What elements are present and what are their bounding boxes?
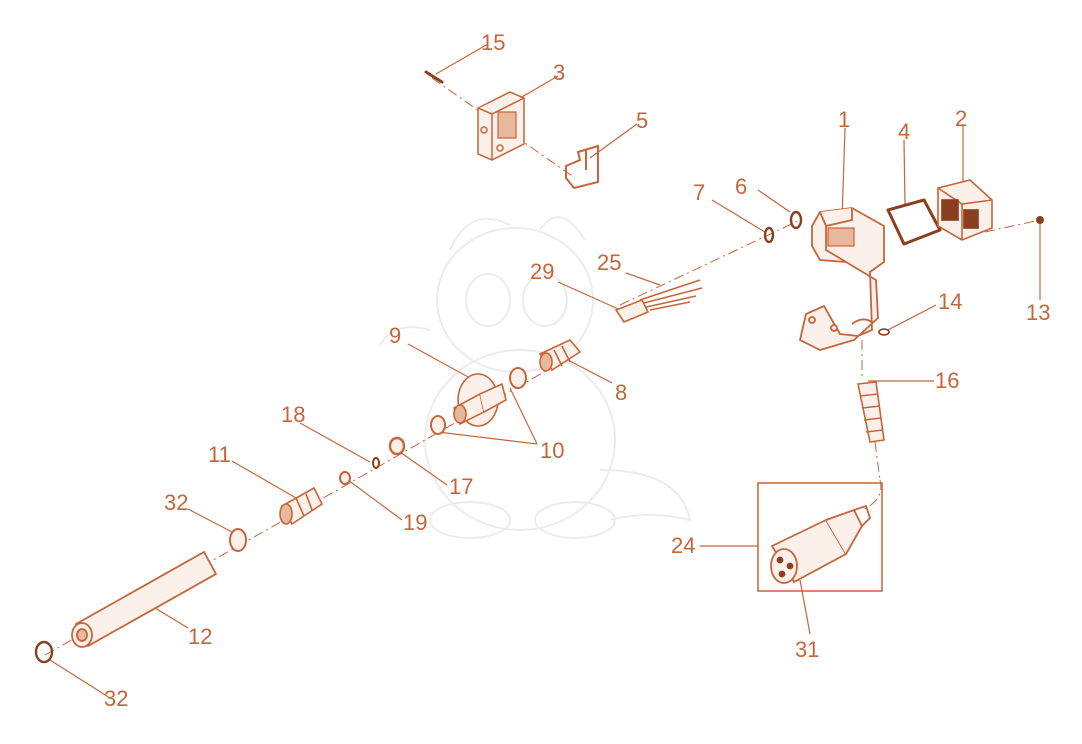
callout-2: 2	[955, 106, 968, 131]
part-9-flange-tube	[453, 373, 507, 427]
part-5-spring-clip	[565, 144, 599, 190]
callout-17: 17	[449, 474, 474, 499]
part-17-nut	[388, 436, 406, 456]
callout-24: 24	[671, 533, 696, 558]
callout-10: 10	[540, 438, 565, 463]
part-25-wire-bundle	[639, 279, 703, 311]
part-2-switch	[937, 179, 993, 241]
part-6-ring	[789, 210, 803, 230]
part-24-frame	[757, 482, 883, 592]
callout-15: 15	[481, 30, 506, 55]
callout-14: 14	[938, 289, 963, 314]
part-4-gasket	[886, 198, 942, 246]
callout-4: 4	[898, 119, 911, 144]
part-8-strain-relief	[538, 339, 582, 372]
callout-5: 5	[636, 108, 649, 133]
callout-32-lower: 32	[104, 686, 129, 711]
callout-6: 6	[735, 174, 748, 199]
callout-32-upper: 32	[164, 490, 189, 515]
part-1-handle-housing	[798, 207, 885, 351]
part-12-tube	[71, 550, 218, 648]
part-18-ring	[372, 457, 380, 469]
callout-9: 9	[389, 323, 402, 348]
callout-16: 16	[935, 368, 960, 393]
callout-19: 19	[403, 510, 428, 535]
callout-3: 3	[553, 60, 566, 85]
callout-31: 31	[795, 637, 820, 662]
part-7-ring	[763, 226, 775, 244]
part-32-ring-lower	[34, 640, 54, 664]
part-10-washer-a	[509, 367, 527, 389]
part-15-pin	[424, 70, 444, 84]
callout-25: 25	[597, 250, 622, 275]
callout-29: 29	[530, 259, 555, 284]
part-31-plug	[770, 504, 872, 584]
leader-lines	[49, 43, 1041, 699]
part-3-bracket	[477, 91, 525, 161]
callout-12: 12	[188, 624, 213, 649]
part-19-ring	[339, 471, 351, 485]
part-16-cable-sleeve	[857, 381, 885, 443]
part-13-screw	[1036, 216, 1044, 224]
part-10-washer-b	[430, 415, 446, 435]
callout-7: 7	[693, 180, 706, 205]
part-29-wire-sleeve	[614, 298, 650, 323]
callout-18: 18	[281, 402, 306, 427]
callout-1: 1	[838, 107, 851, 132]
callout-13: 13	[1026, 300, 1051, 325]
callout-11: 11	[208, 442, 231, 467]
part-11-coupling	[279, 486, 324, 526]
part-14-pin	[878, 328, 890, 336]
callout-8: 8	[615, 380, 628, 405]
part-32-ring-upper	[229, 528, 247, 552]
